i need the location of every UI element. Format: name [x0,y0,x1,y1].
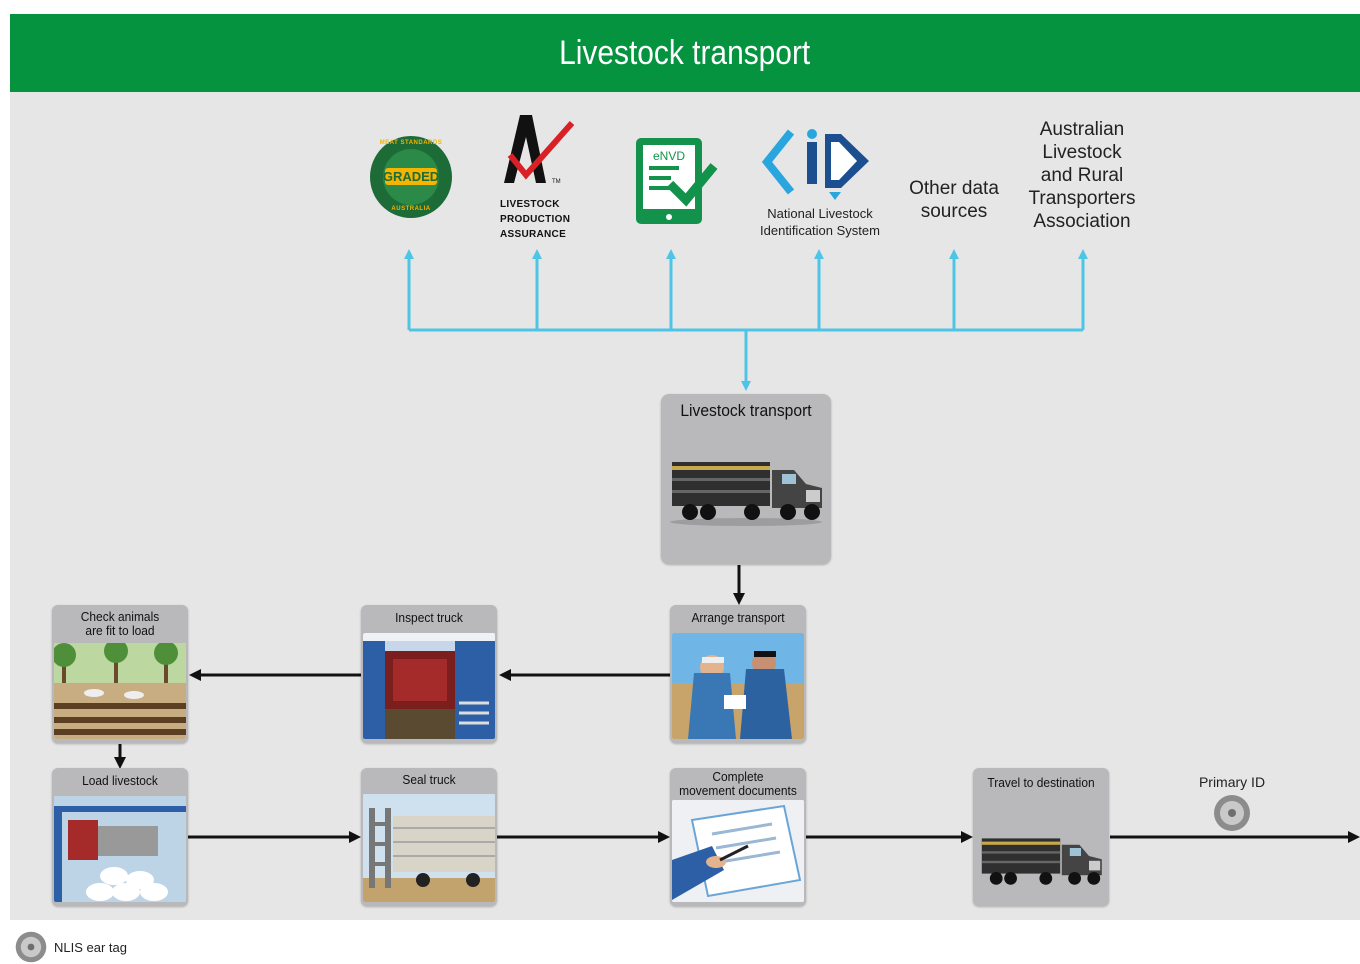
sealed-trailer-icon [363,794,495,902]
lpa-tm: TM [552,179,561,185]
process-flow-arrows [114,565,1360,843]
other-line1: Other data [909,178,999,199]
msa-graded-logo: GRADED MEAT STANDARDS AUSTRALIA [367,135,455,219]
msa-badge-ring-top: MEAT STANDARDS [379,140,443,146]
ear-tag-legend-icon [15,931,47,963]
step-check-animals: Check animals are fit to load [52,605,188,743]
lpa-text-line2: PRODUCTION [500,214,571,225]
step-complete-documents: Complete movement documents [670,768,806,906]
nlis-text-line2: Identification System [760,223,880,238]
people-photo-icon [672,633,804,739]
cattle-yard-icon [54,643,186,739]
legend-label: NLIS ear tag [54,939,127,955]
envd-label: eNVD [652,149,685,163]
envd-tablet-icon [636,138,718,224]
lpa-text-line1: LIVESTOCK [500,199,560,210]
msa-badge-ring-bottom: AUSTRALIA [391,206,431,212]
primary-id-label: Primary ID [1198,774,1266,790]
nlis-ear-tag-icon [1214,795,1250,831]
step-travel-destination: Travel to destination [973,768,1109,906]
altra-line3: and Rural [1040,165,1124,186]
envd-logo: eNVD [634,136,718,228]
center-card-title: Livestock transport [680,401,812,420]
loading-ramp-icon [54,796,186,902]
diagram-title: Livestock transport [559,33,811,72]
msa-badge-icon [370,136,452,218]
lpa-logo: TM LIVESTOCK PRODUCTION ASSURANCE [496,113,586,243]
center-livestock-transport-card: Livestock transport [661,394,831,564]
truck-icon-small [981,838,1102,885]
step-seal-title: Seal truck [402,772,456,787]
nlis-logo: National Livestock Identification System [745,128,895,244]
other-data-sources-label: Other data sources [894,177,1014,223]
truck-icon [670,462,822,526]
step-arrange-title: Arrange transport [691,610,785,625]
step-complete-line1: Complete [712,769,764,784]
altra-line5: Association [1033,211,1131,232]
truck-interior-icon [363,633,495,739]
step-check-line1: Check animals [80,609,160,624]
data-source-connectors [404,249,1088,391]
step-check-line2: are fit to load [85,623,155,638]
altra-label: Australian Livestock and Rural Transport… [1012,118,1152,233]
altra-line2: Livestock [1042,142,1122,163]
step-inspect-truck: Inspect truck [361,605,497,743]
step-complete-line2: movement documents [679,783,797,798]
altra-line4: Transporters [1028,188,1136,209]
nlis-id-icon [761,129,869,200]
step-arrange-transport: Arrange transport [670,605,806,743]
documents-icon [672,800,804,902]
step-travel-title: Travel to destination [987,775,1095,790]
lpa-check-icon [504,115,575,183]
step-load-title: Load livestock [82,773,158,788]
other-line2: sources [920,201,988,222]
altra-line1: Australian [1039,119,1125,140]
step-inspect-title: Inspect truck [395,610,463,625]
title-banner: Livestock transport [10,14,1360,92]
legend: NLIS ear tag [14,930,127,964]
step-seal-truck: Seal truck [361,768,497,906]
step-load-livestock: Load livestock [52,768,188,906]
msa-badge-center: GRADED [382,169,440,184]
lpa-text-line3: ASSURANCE [500,229,567,240]
nlis-text-line1: National Livestock [767,206,873,221]
